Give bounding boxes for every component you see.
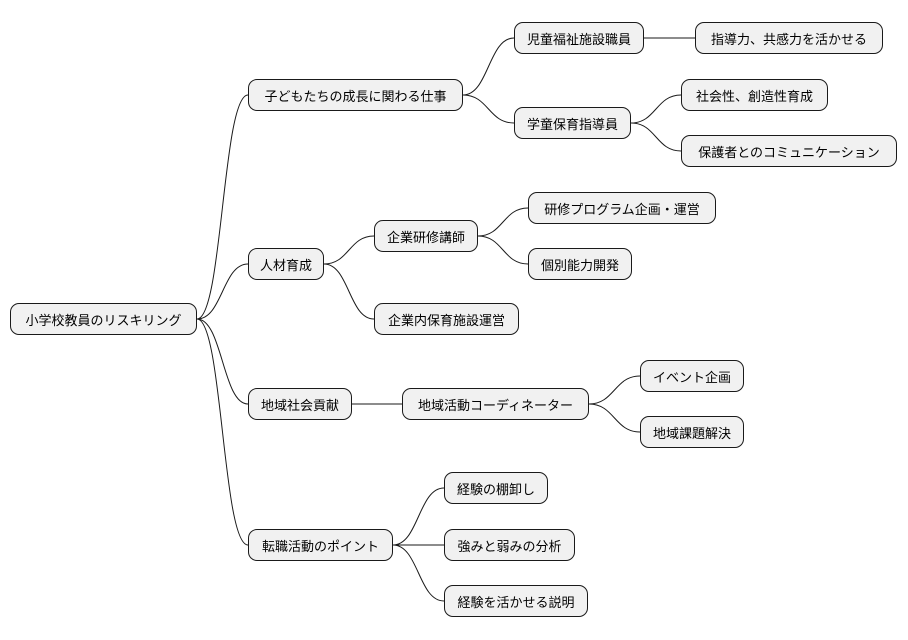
connector-line — [477, 207, 529, 237]
connector-line — [630, 94, 682, 124]
connector-line — [462, 94, 515, 124]
branch-community-contribution: 地域社会貢献 — [248, 388, 352, 420]
connector-line — [588, 375, 641, 405]
connector-line — [323, 235, 375, 265]
node-experience-explanation: 経験を活かせる説明 — [444, 585, 588, 617]
node-individual-development: 個別能力開発 — [528, 248, 632, 280]
branch-job-hunting-points: 転職活動のポイント — [248, 529, 393, 561]
connector-line — [392, 544, 445, 602]
branch-child-care-work: 子どもたちの成長に関わる仕事 — [248, 79, 463, 111]
branch-talent-development: 人材育成 — [248, 248, 324, 280]
node-afterschool-instructor: 学童保育指導員 — [514, 107, 631, 139]
node-experience-inventory: 経験の棚卸し — [444, 472, 548, 504]
connector-line — [196, 318, 249, 405]
connector-line — [196, 94, 249, 320]
connector-line — [323, 263, 375, 320]
connector-line — [392, 487, 445, 546]
connector-line — [462, 37, 515, 96]
node-community-coordinator: 地域活動コーディネーター — [402, 388, 589, 420]
node-strength-weakness: 強みと弱みの分析 — [444, 529, 575, 561]
connector-line — [630, 122, 682, 152]
node-leadership-empathy: 指導力、共感力を活かせる — [695, 22, 883, 54]
node-community-issues: 地域課題解決 — [640, 416, 744, 448]
node-social-creativity: 社会性、創造性育成 — [681, 79, 828, 111]
root-node: 小学校教員のリスキリング — [10, 303, 197, 335]
node-child-welfare-staff: 児童福祉施設職員 — [514, 22, 644, 54]
connector-line — [196, 263, 249, 320]
node-event-planning: イベント企画 — [640, 360, 744, 392]
node-corporate-nursery: 企業内保育施設運営 — [374, 303, 519, 335]
connector-line — [588, 403, 641, 433]
node-training-program: 研修プログラム企画・運営 — [528, 192, 716, 224]
node-corporate-trainer: 企業研修講師 — [374, 220, 478, 252]
connector-line — [477, 235, 529, 265]
connector-line — [196, 318, 249, 546]
node-parent-communication: 保護者とのコミュニケーション — [681, 135, 897, 167]
